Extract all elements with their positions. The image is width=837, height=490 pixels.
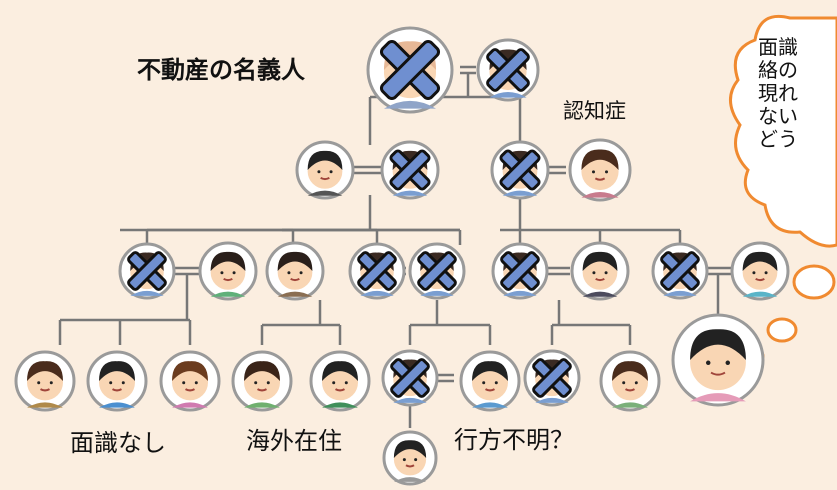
thought-bubble-text: 面識 絡の 現れ ない どう	[758, 36, 798, 151]
cross-icon	[499, 149, 541, 191]
people	[14, 26, 790, 486]
cross-icon	[486, 48, 530, 92]
person-avatar-icon	[491, 242, 549, 300]
cross-icon	[390, 358, 430, 398]
no-contact-label: 面識なし	[70, 429, 166, 457]
cross-icon	[357, 251, 397, 291]
missing-label: 行方不明？	[454, 426, 574, 454]
cross-icon	[379, 39, 441, 101]
person-avatar-icon	[348, 242, 406, 300]
person-avatar-icon	[231, 350, 293, 412]
person-avatar-icon	[490, 140, 550, 200]
person-avatar-icon	[599, 350, 661, 412]
cross-icon	[660, 251, 700, 291]
cross-icon	[127, 251, 167, 291]
person-avatar-icon	[380, 140, 440, 200]
cross-icon	[500, 251, 540, 291]
thought-line: 面識	[758, 35, 798, 59]
person-avatar-icon	[159, 350, 221, 412]
person-avatar-icon	[86, 350, 148, 412]
person-avatar-icon	[295, 140, 355, 200]
person-avatar-icon	[265, 241, 325, 301]
abroad-label: 海外在住	[246, 427, 342, 455]
person-avatar-icon	[570, 241, 630, 301]
connector-lines	[58, 65, 732, 428]
thought-line: どう	[758, 127, 798, 151]
thought-line: ない	[758, 104, 798, 128]
person-avatar-icon	[730, 241, 790, 301]
thought-line: 絡の	[758, 58, 798, 82]
person-avatar-icon	[408, 242, 466, 300]
person-avatar-icon	[382, 430, 438, 486]
person-avatar-icon	[198, 241, 258, 301]
person-avatar-icon	[14, 350, 76, 412]
thought-line: 現れ	[758, 81, 798, 105]
owner-label: 不動産の名義人	[137, 56, 305, 84]
cross-icon	[532, 358, 572, 398]
person-avatar-icon	[366, 26, 454, 114]
person-avatar-icon	[476, 38, 540, 102]
person-avatar-icon	[118, 242, 176, 300]
person-avatar-icon	[381, 349, 439, 407]
dementia-label: 認知症	[563, 99, 626, 123]
person-avatar-icon	[309, 350, 371, 412]
cross-icon	[417, 251, 457, 291]
person-avatar-icon	[568, 138, 632, 202]
person-avatar-icon	[651, 242, 709, 300]
person-avatar-icon	[523, 349, 581, 407]
person-avatar-icon	[459, 350, 521, 412]
cross-icon	[389, 149, 431, 191]
person-avatar-icon	[671, 313, 765, 407]
